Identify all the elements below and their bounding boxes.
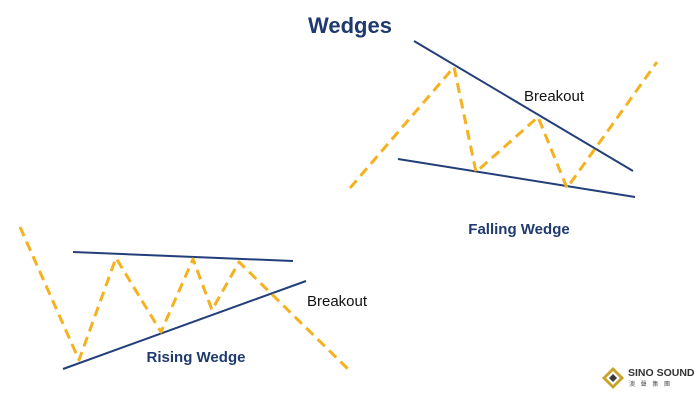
rising-wedge-upper-trendline [72,251,294,262]
rising-wedge-lower-trendline [62,280,307,370]
diamond-logo-icon [602,367,624,389]
rising-wedge-caption: Rising Wedge [147,349,246,366]
rising-wedge-group: Breakout Rising Wedge [18,226,368,372]
falling-wedge-group: Breakout Falling Wedge [348,40,659,238]
falling-wedge-breakout-label: Breakout [524,88,585,105]
logo-subtitle: 澳 聲 集 團 [629,380,672,388]
rising-wedge-breakout-label: Breakout [307,293,368,310]
logo-name: SINO SOUND [628,367,695,379]
falling-wedge-upper-trendline [413,40,634,172]
falling-wedge-caption: Falling Wedge [468,221,569,238]
falling-wedge-price-path [348,61,659,190]
diagram-title: Wedges [308,13,392,38]
falling-wedge-lower-trendline [397,158,636,198]
logo: SINO SOUND 澳 聲 集 團 [602,367,695,389]
rising-wedge-price-path [18,226,351,372]
